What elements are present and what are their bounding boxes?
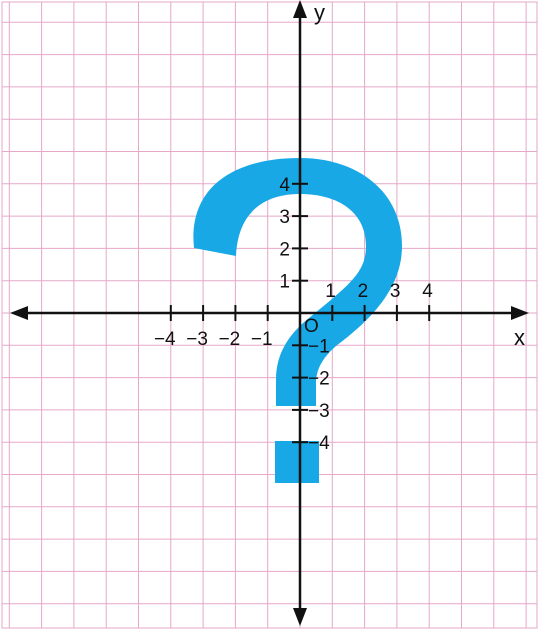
y-tick-label: 2	[279, 239, 290, 260]
y-axis-label: y	[314, 0, 325, 25]
y-tick-label: 1	[279, 272, 290, 293]
x-tick-label: −3	[186, 329, 208, 350]
y-tick-label: −1	[308, 336, 330, 357]
question-mark-dot	[275, 441, 319, 483]
origin-label: O	[304, 316, 319, 337]
x-tick-label: −2	[219, 329, 241, 350]
x-axis-right-arrow	[511, 306, 529, 320]
y-axis-bottom-arrow	[293, 608, 307, 626]
x-axis-left-arrow	[10, 306, 28, 320]
x-tick-label: 1	[325, 281, 336, 302]
x-tick-label: −1	[251, 329, 273, 350]
y-tick-label: 4	[279, 175, 290, 196]
x-tick-label: 4	[422, 281, 433, 302]
axes	[10, 0, 529, 626]
y-axis-top-arrow	[293, 0, 307, 18]
x-tick-label: 2	[358, 281, 369, 302]
y-tick-label: −3	[308, 401, 330, 422]
x-tick-label: −4	[154, 329, 176, 350]
question-mark-shape	[193, 158, 402, 483]
tick-marks	[169, 182, 431, 444]
y-tick-label: −4	[308, 433, 330, 454]
x-tick-label: 3	[390, 281, 401, 302]
y-tick-label: 3	[279, 207, 290, 228]
y-tick-label: −2	[308, 369, 330, 390]
x-axis-label: x	[514, 325, 525, 350]
question-mark-hook	[193, 158, 402, 406]
